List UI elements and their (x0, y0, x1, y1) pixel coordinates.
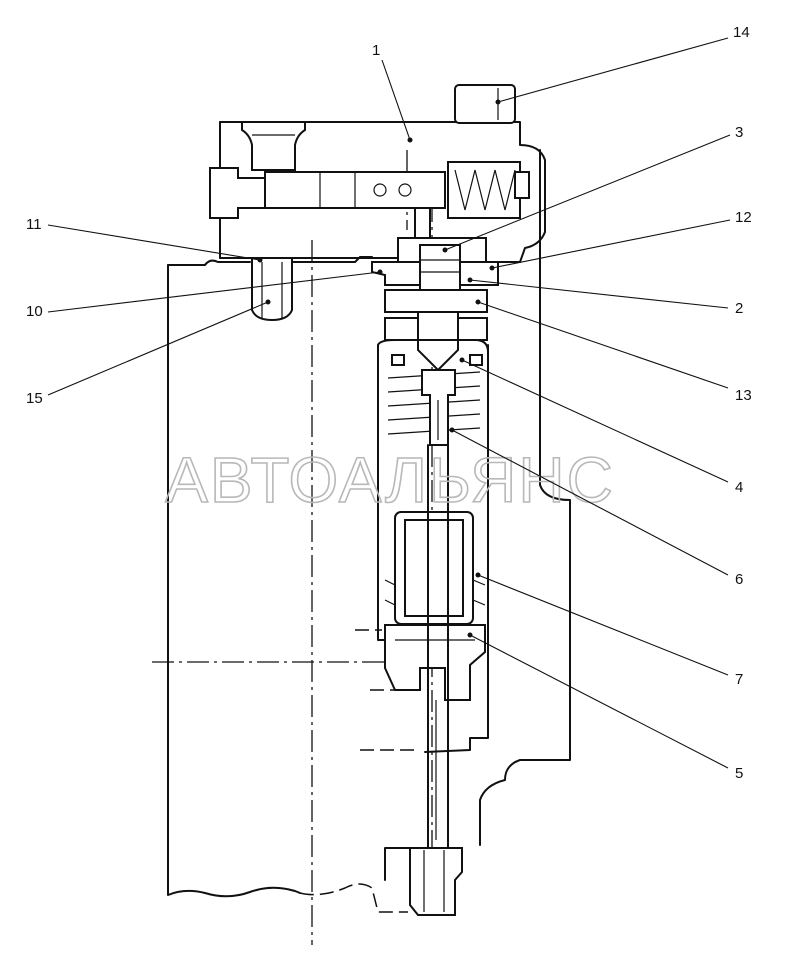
watermark: АВТОАЛЬЯНС (165, 444, 615, 516)
callout-leaders (47, 37, 731, 769)
callout-15: 15 (26, 390, 43, 407)
callout-6: 6 (735, 571, 743, 588)
callout-12: 12 (735, 209, 752, 226)
callout-14: 14 (733, 24, 750, 41)
side-stud (251, 257, 293, 322)
callout-5: 5 (735, 765, 743, 782)
callout-2: 2 (735, 300, 743, 317)
upper-valve (371, 237, 499, 372)
plunger-rod (384, 444, 463, 916)
callout-11: 11 (26, 216, 42, 233)
spring-stack (387, 354, 483, 446)
control-block (209, 84, 546, 263)
callout-10: 10 (26, 303, 43, 320)
callout-labels: 1 14 3 11 12 10 2 15 13 4 6 7 5 (26, 24, 752, 782)
callout-4: 4 (735, 479, 743, 496)
callout-7: 7 (735, 671, 743, 688)
callout-3: 3 (735, 124, 743, 141)
callout-1: 1 (372, 42, 380, 59)
callout-13: 13 (735, 387, 752, 404)
lower-sleeve (384, 511, 486, 701)
